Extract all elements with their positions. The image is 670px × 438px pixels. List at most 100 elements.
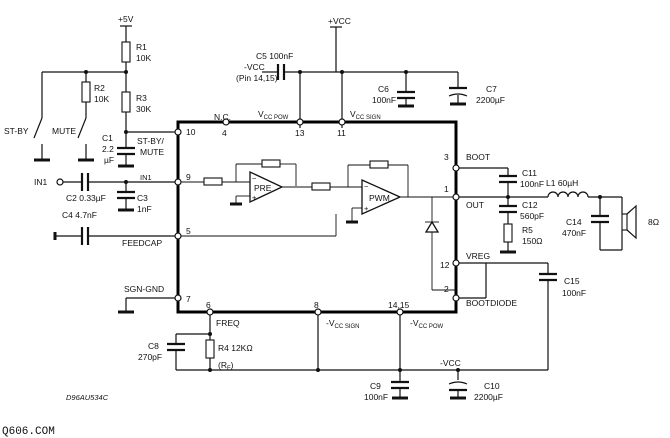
output-network: C11 100nF C12 560pF R5 150Ω L1 60µH C14 … bbox=[459, 167, 659, 370]
r1-value: 10K bbox=[136, 53, 151, 63]
r5-resistor bbox=[503, 223, 513, 243]
r2-name: R2 bbox=[94, 83, 105, 93]
r2-value: 10K bbox=[94, 94, 109, 104]
svg-text:+: + bbox=[364, 204, 369, 213]
mvcc-pin-label: -VCC bbox=[244, 62, 265, 72]
svg-text:1: 1 bbox=[444, 184, 449, 194]
internal-amps: PRE − + PWM − + bbox=[181, 159, 456, 291]
svg-text:MUTE: MUTE bbox=[140, 147, 164, 157]
c5-label: C5 100nF bbox=[256, 51, 293, 61]
c1-value: 2.2 bbox=[102, 144, 114, 154]
svg-text:10: 10 bbox=[186, 127, 196, 137]
r4-resistor bbox=[205, 339, 215, 359]
svg-text:N.C.: N.C. bbox=[214, 112, 231, 122]
supply-5v-network: +5V R1 10K R3 30K C1 2.2 µF bbox=[102, 14, 172, 168]
r2-resistor bbox=[81, 81, 91, 103]
svg-text:13: 13 bbox=[295, 128, 305, 138]
mvcc-bottom-label: -VCC bbox=[440, 358, 461, 368]
pre-amplifier bbox=[249, 170, 284, 204]
r3-resistor bbox=[121, 91, 131, 113]
svg-text:3: 3 bbox=[444, 152, 449, 162]
svg-text:11: 11 bbox=[337, 128, 346, 138]
vcc-pow-label: VCC POW bbox=[258, 109, 289, 121]
c15-name: C15 bbox=[564, 276, 580, 286]
c3-value: 1nF bbox=[137, 204, 152, 214]
r1-resistor bbox=[121, 41, 131, 63]
freq-label: FREQ bbox=[216, 318, 240, 328]
svg-text:4: 4 bbox=[222, 128, 227, 138]
svg-text:6: 6 bbox=[206, 300, 211, 310]
boot-diode bbox=[424, 220, 440, 233]
sgn-gnd-label: SGN-GND bbox=[124, 284, 164, 294]
vreg-label: VREG bbox=[466, 251, 490, 261]
negative-supply-caps: C9 100nF C10 2200µF bbox=[364, 315, 503, 402]
r5-name: R5 bbox=[522, 225, 533, 235]
l1-label: L1 60µH bbox=[546, 178, 578, 188]
c7-name: C7 bbox=[486, 84, 497, 94]
mute-switch bbox=[77, 117, 87, 139]
svg-text:−: − bbox=[252, 174, 257, 183]
feedcap-label: FEEDCAP bbox=[122, 238, 162, 248]
bottom-pins: 6 FREQ 8 -VCC SIGN 14,15 -VCC POW bbox=[206, 300, 444, 330]
svg-text:8: 8 bbox=[314, 300, 319, 310]
in1-terminal[interactable] bbox=[56, 178, 64, 186]
c12-value: 560pF bbox=[520, 211, 544, 221]
c4-label: C4 4.7nF bbox=[62, 210, 97, 220]
r1-name: R1 bbox=[136, 42, 147, 52]
svg-text:5: 5 bbox=[186, 226, 191, 236]
c1-unit: µF bbox=[104, 155, 114, 165]
c8-name: C8 bbox=[148, 341, 159, 351]
svg-text:7: 7 bbox=[186, 294, 191, 304]
svg-text:PWM: PWM bbox=[369, 193, 390, 203]
svg-text:−: − bbox=[364, 182, 369, 191]
svg-text:12: 12 bbox=[440, 260, 450, 270]
boot-label: BOOT bbox=[466, 152, 490, 162]
r3-name: R3 bbox=[136, 93, 147, 103]
c9-name: C9 bbox=[370, 381, 381, 391]
stby-mute-pin-label: ST-BY/ bbox=[137, 136, 165, 146]
c9-value: 100nF bbox=[364, 392, 388, 402]
freq-network: C8 270pF R4 12KΩ (RF) -VCC bbox=[138, 315, 548, 372]
r4-label: R4 12KΩ bbox=[218, 343, 253, 353]
c6-name: C6 bbox=[378, 84, 389, 94]
c11-name: C11 bbox=[522, 168, 537, 178]
c10-value: 2200µF bbox=[474, 392, 503, 402]
feedcap-network: C4 4.7nF FEEDCAP 5 bbox=[53, 210, 336, 248]
c1-name: C1 bbox=[102, 133, 113, 143]
vcc-sign-label: VCC SIGN bbox=[350, 109, 381, 121]
c2-label: C2 0.33µF bbox=[66, 193, 106, 203]
c14-name: C14 bbox=[566, 217, 582, 227]
svg-text:14,15: 14,15 bbox=[388, 300, 410, 310]
r4-sub: (RF) bbox=[218, 360, 234, 372]
mute-label: MUTE bbox=[52, 126, 76, 136]
svg-text:9: 9 bbox=[186, 172, 191, 182]
in1-label: IN1 bbox=[34, 177, 48, 187]
l1-inductor bbox=[547, 191, 589, 198]
standby-label: ST-BY bbox=[4, 126, 29, 136]
in1-pin-label: IN1 bbox=[140, 173, 152, 182]
c14-value: 470nF bbox=[562, 228, 586, 238]
c15-value: 100nF bbox=[562, 288, 586, 298]
c11-value: 100nF bbox=[520, 179, 544, 189]
c3-name: C3 bbox=[137, 193, 148, 203]
r3-value: 30K bbox=[136, 104, 151, 114]
mvcc-pin-sub: (Pin 14,15) bbox=[236, 73, 278, 83]
r5-value: 150Ω bbox=[522, 236, 543, 246]
ic-body bbox=[176, 120, 458, 314]
input-network: IN1 C2 0.33µF C3 1nF IN1 9 bbox=[34, 172, 191, 214]
plus-vcc-label: +VCC bbox=[328, 16, 351, 26]
svg-text:2: 2 bbox=[444, 284, 449, 294]
document-id: D96AU534C bbox=[66, 393, 109, 402]
mvcc-sign-label: -VCC SIGN bbox=[326, 318, 360, 330]
standby-mute-switches: ST-BY R2 10K MUTE bbox=[4, 70, 126, 162]
mvcc-pow-label: -VCC POW bbox=[410, 318, 444, 330]
speaker bbox=[621, 213, 628, 231]
plus-5v-label: +5V bbox=[118, 14, 134, 24]
watermark-text: Q606.COM bbox=[2, 426, 55, 438]
bootdiode-label: BOOTDIODE bbox=[466, 298, 517, 308]
c12-name: C12 bbox=[522, 200, 538, 210]
sgn-gnd: 7 SGN-GND bbox=[118, 284, 191, 314]
speaker-label: 8Ω bbox=[648, 217, 659, 227]
top-supply: +VCC -VCC (Pin 14,15) C5 100nF C6 100nF … bbox=[214, 16, 505, 138]
